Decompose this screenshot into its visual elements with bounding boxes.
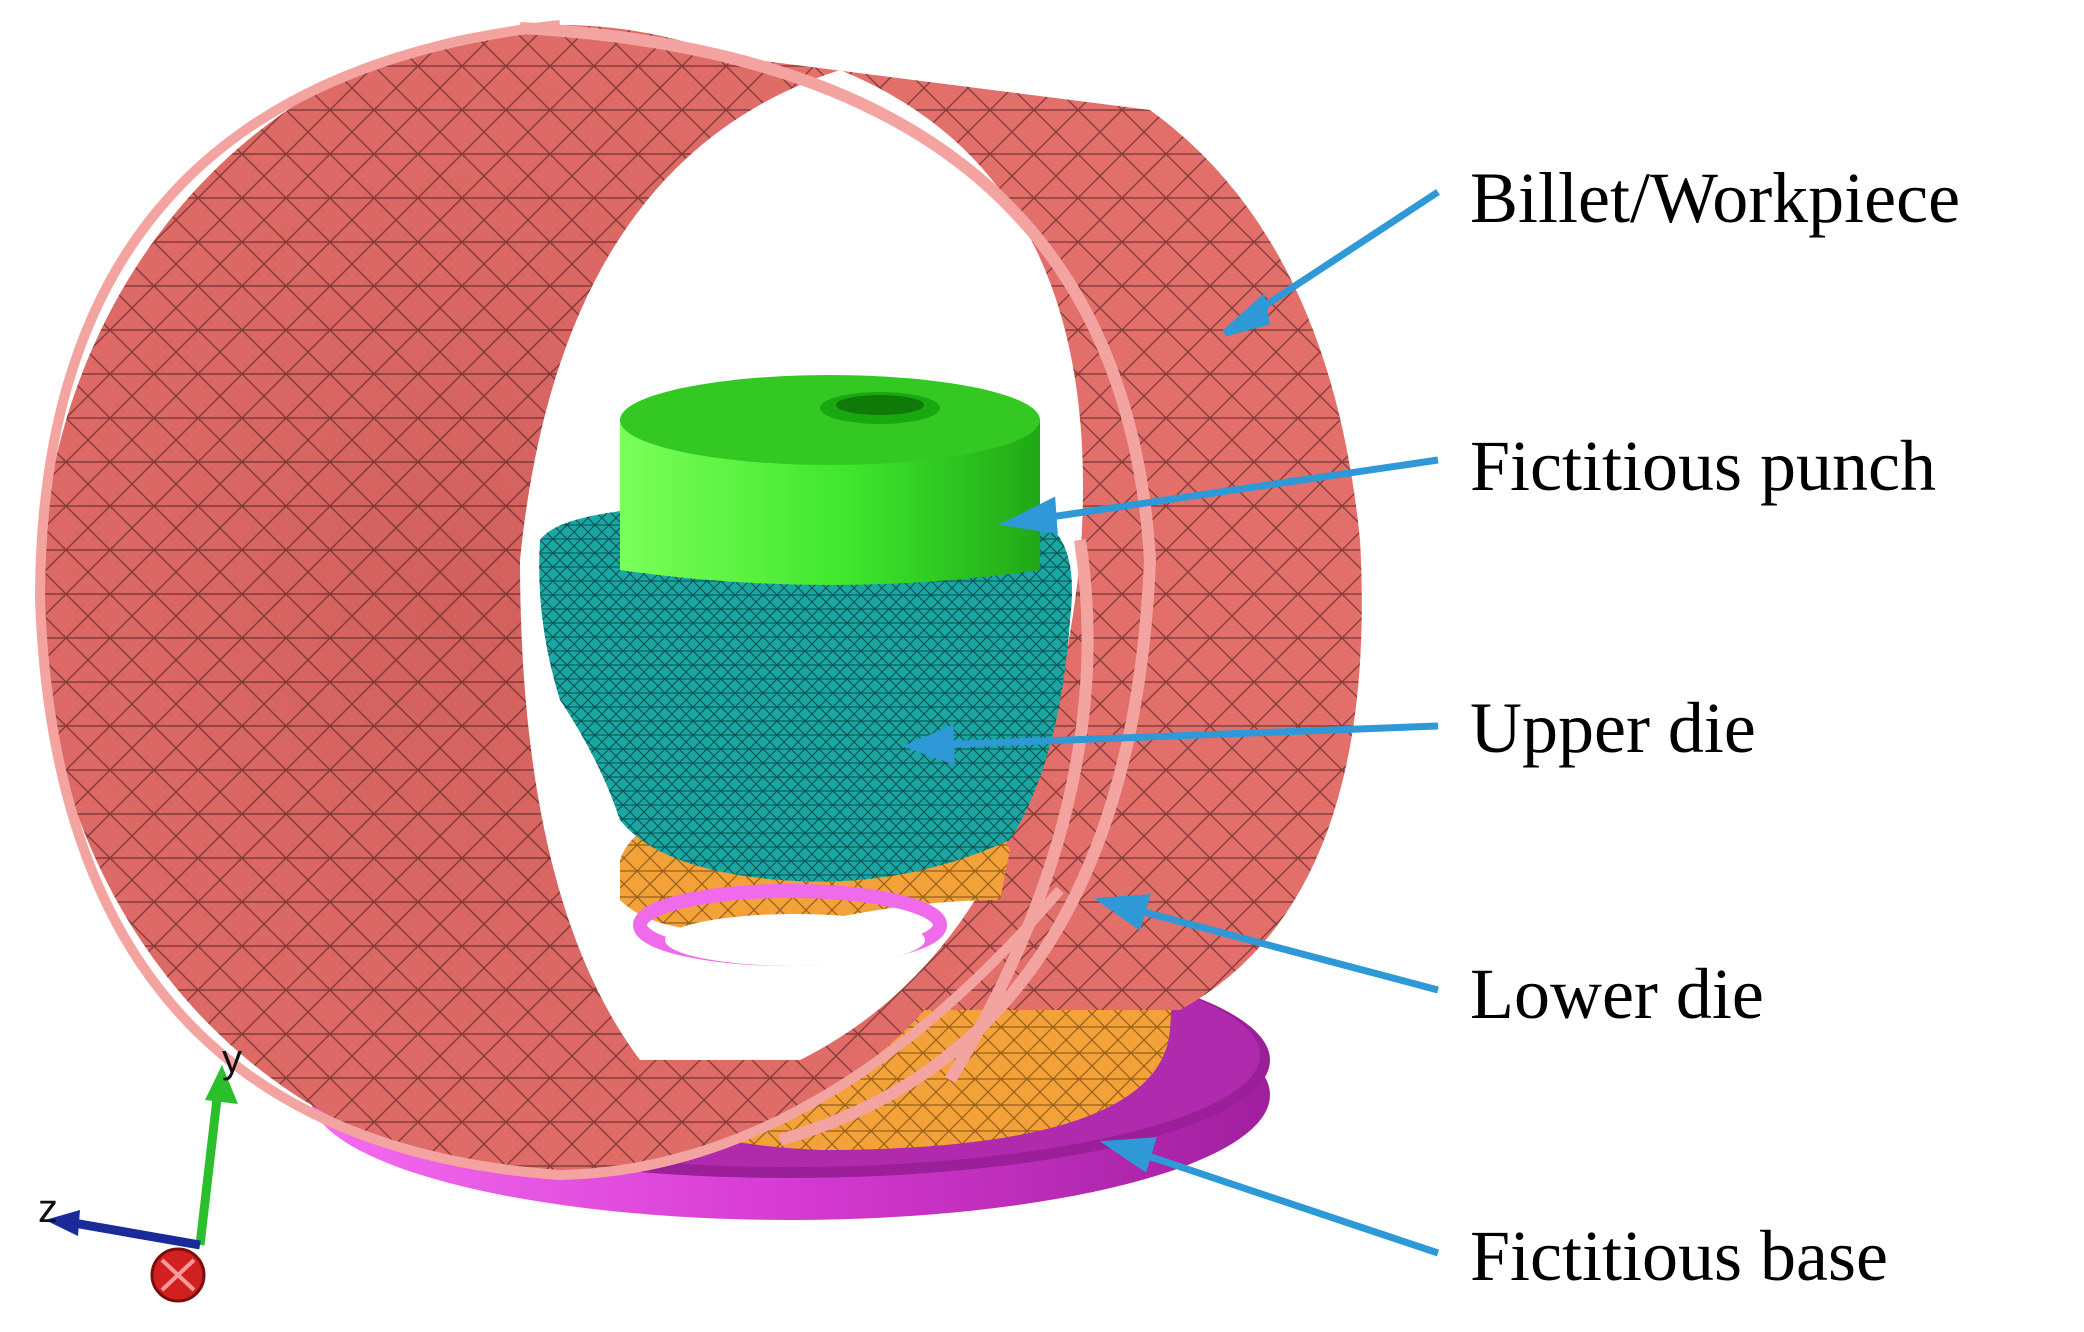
axis-y-label: y — [222, 1037, 242, 1081]
axis-y-line — [195, 1089, 223, 1246]
label-lower-die: Lower die — [1470, 954, 1764, 1034]
upper-die-part — [539, 505, 1072, 882]
label-punch: Fictitious punch — [1470, 426, 1936, 506]
label-upper-die: Upper die — [1470, 688, 1756, 768]
axis-z-arrowhead — [45, 1210, 80, 1236]
arrows — [902, 189, 1440, 1257]
arrow-upper-die — [934, 722, 1439, 749]
arrow-billet — [1238, 189, 1440, 325]
arrow-billet-head — [1222, 293, 1271, 337]
axis-z-label: z — [38, 1187, 58, 1231]
arrow-lower-die-head — [1093, 894, 1151, 931]
billet-front-ring — [34, 20, 1064, 1181]
arrow-base — [1128, 1146, 1440, 1257]
billet-right-rim — [944, 539, 1094, 1084]
arrow-punch-head — [998, 496, 1058, 535]
labels: Billet/Workpiece Fictitious punch Upper … — [1470, 158, 1960, 1296]
axis-triad: y z — [38, 1037, 242, 1303]
axis-z-line — [67, 1217, 201, 1250]
arrow-lower-die — [1124, 903, 1439, 994]
label-billet: Billet/Workpiece — [1470, 158, 1960, 238]
label-base: Fictitious base — [1470, 1216, 1888, 1296]
axis-y-arrowhead — [205, 1065, 238, 1104]
arrow-base-head — [1099, 1137, 1157, 1173]
arrow-punch — [1029, 456, 1439, 524]
arrow-upper-die-head — [902, 724, 955, 766]
fictitious-punch-part — [620, 375, 1040, 585]
